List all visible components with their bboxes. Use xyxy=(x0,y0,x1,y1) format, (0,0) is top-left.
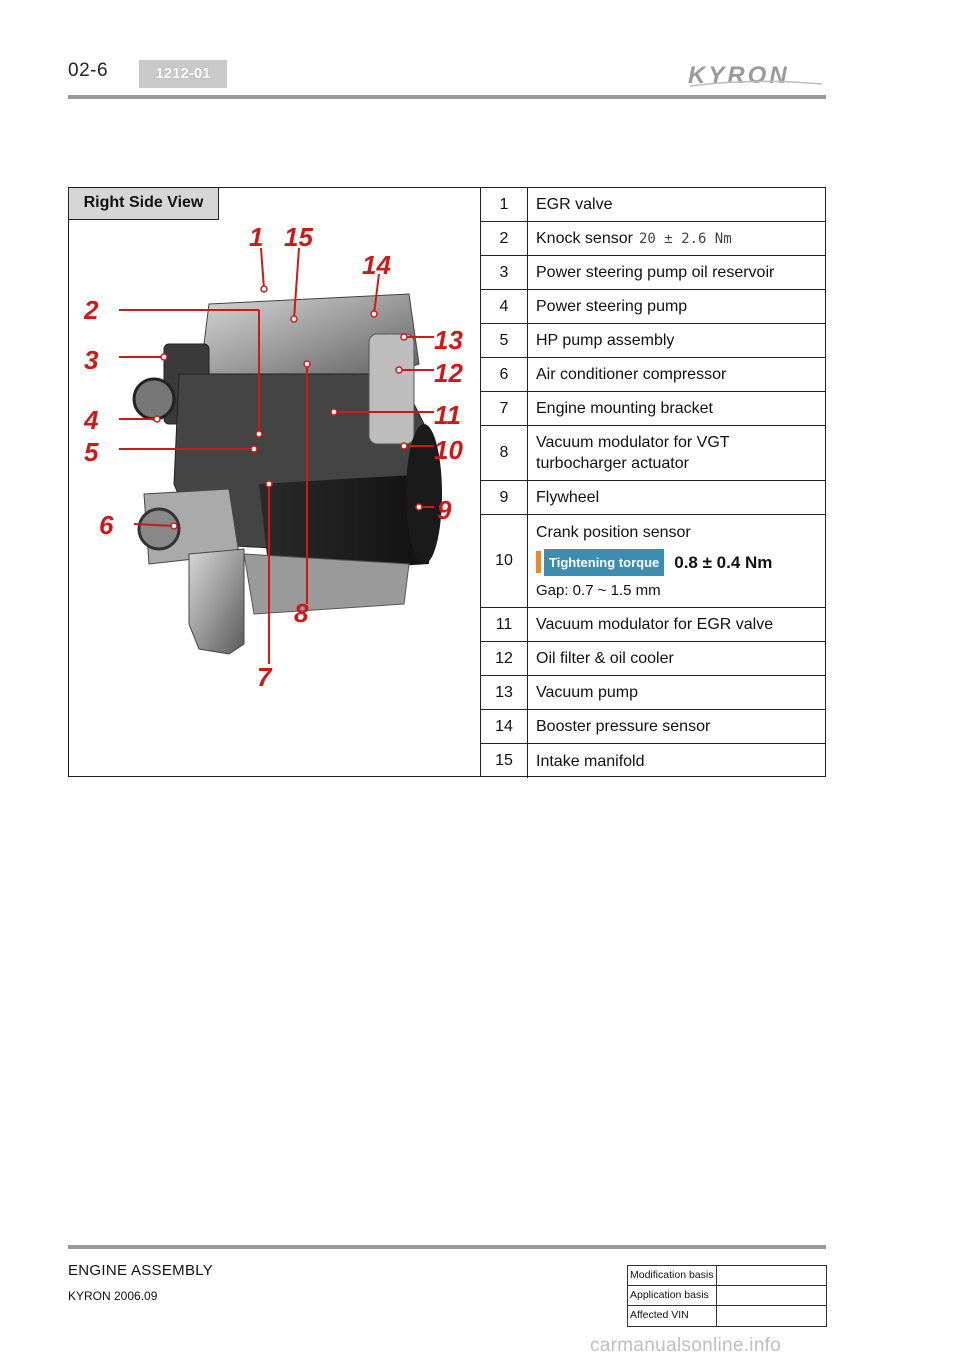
parts-list: 1 EGR valve 2 Knock sensor 20 ± 2.6 Nm 3 … xyxy=(481,188,826,778)
table-row: 15 Intake manifold xyxy=(481,744,826,778)
basis-label: Affected VIN xyxy=(628,1306,717,1326)
part-number: 7 xyxy=(481,392,528,425)
part-number: 4 xyxy=(481,290,528,323)
part-number: 8 xyxy=(481,426,528,480)
footer-model: KYRON 2006.09 xyxy=(68,1289,158,1303)
footer-divider xyxy=(68,1245,826,1249)
part-name: Engine mounting bracket xyxy=(536,400,713,417)
part-number: 1 xyxy=(481,188,528,221)
callout-5: 5 xyxy=(84,437,99,467)
basis-row: Modification basis xyxy=(628,1266,826,1286)
table-row: 12 Oil filter & oil cooler xyxy=(481,642,826,676)
figure-title: Right Side View xyxy=(69,188,219,220)
part-number: 10 xyxy=(481,515,528,607)
table-row: 6 Air conditioner compressor xyxy=(481,358,826,392)
part-number: 2 xyxy=(481,222,528,255)
part-number: 6 xyxy=(481,358,528,391)
basis-row: Application basis xyxy=(628,1286,826,1306)
parts-table: Right Side View xyxy=(68,187,826,778)
part-name: Vacuum pump xyxy=(536,684,638,701)
basis-table: Modification basis Application basis Aff… xyxy=(627,1265,827,1327)
table-row: 5 HP pump assembly xyxy=(481,324,826,358)
part-number: 12 xyxy=(481,642,528,675)
table-row: 11 Vacuum modulator for EGR valve xyxy=(481,608,826,642)
basis-value xyxy=(717,1306,826,1326)
callout-10: 10 xyxy=(434,435,463,465)
part-number: 15 xyxy=(481,744,528,778)
header-divider xyxy=(68,95,826,99)
torque-spec: Tightening torque 0.8 ± 0.4 Nm xyxy=(536,548,818,576)
part-name: Crank position sensor xyxy=(536,523,691,541)
watermark: carmanualsonline.info xyxy=(590,1335,782,1356)
callout-1: 1 xyxy=(249,224,263,252)
basis-label: Application basis xyxy=(628,1286,717,1305)
engine-photo: 1 2 3 4 5 6 7 8 9 10 11 12 13 14 15 xyxy=(83,224,463,692)
part-name: Air conditioner compressor xyxy=(536,366,727,383)
part-name: Knock sensor xyxy=(536,229,633,247)
brand-logo: KYRON xyxy=(684,58,826,90)
table-row: 8 Vacuum modulator for VGT turbocharger … xyxy=(481,426,826,481)
part-name: Vacuum modulator for EGR valve xyxy=(536,616,774,633)
basis-label: Modification basis xyxy=(628,1266,717,1285)
table-row: 10 Crank position sensor Tightening torq… xyxy=(481,515,826,608)
part-name: Intake manifold xyxy=(536,752,645,770)
part-number: 11 xyxy=(481,608,528,641)
part-name: Vacuum modulator for VGT turbocharger ac… xyxy=(536,434,730,472)
callout-13: 13 xyxy=(434,325,463,355)
table-row: 2 Knock sensor 20 ± 2.6 Nm xyxy=(481,222,826,256)
table-row: 3 Power steering pump oil reservoir xyxy=(481,256,826,290)
part-number: 13 xyxy=(481,676,528,709)
callout-12: 12 xyxy=(434,358,463,388)
table-row: 14 Booster pressure sensor xyxy=(481,710,826,744)
torque-accent-bar xyxy=(536,551,541,573)
part-name: Power steering pump xyxy=(536,298,688,315)
torque-label: Tightening torque xyxy=(544,548,665,576)
table-row: 1 EGR valve xyxy=(481,188,826,222)
table-row: 9 Flywheel xyxy=(481,481,826,515)
part-name: HP pump assembly xyxy=(536,332,675,349)
table-row: 4 Power steering pump xyxy=(481,290,826,324)
callout-7: 7 xyxy=(257,662,273,692)
torque-value: 0.8 ± 0.4 Nm xyxy=(674,552,773,572)
table-row: 13 Vacuum pump xyxy=(481,676,826,710)
callout-9: 9 xyxy=(437,495,452,525)
part-number: 14 xyxy=(481,710,528,743)
callout-3: 3 xyxy=(84,345,99,375)
basis-value xyxy=(717,1266,826,1285)
part-name: Oil filter & oil cooler xyxy=(536,650,674,667)
basis-row: Affected VIN xyxy=(628,1306,826,1326)
part-number: 5 xyxy=(481,324,528,357)
section-code-badge: 1212-01 xyxy=(139,60,227,88)
part-spec: 20 ± 2.6 Nm xyxy=(638,230,732,247)
part-name: Flywheel xyxy=(536,489,600,506)
callout-14: 14 xyxy=(362,250,391,280)
part-name: EGR valve xyxy=(536,196,613,213)
basis-value xyxy=(717,1286,826,1305)
part-number: 9 xyxy=(481,481,528,514)
table-row: 7 Engine mounting bracket xyxy=(481,392,826,426)
callout-4: 4 xyxy=(83,405,99,435)
figure-cell: Right Side View xyxy=(69,188,481,776)
gap-spec: Gap: 0.7 ~ 1.5 mm xyxy=(536,581,661,599)
part-name: Power steering pump oil reservoir xyxy=(536,264,775,281)
part-number: 3 xyxy=(481,256,528,289)
callout-8: 8 xyxy=(294,598,309,628)
callout-11: 11 xyxy=(434,400,461,430)
page-number: 02-6 xyxy=(68,60,109,81)
callout-6: 6 xyxy=(99,510,114,540)
callout-15: 15 xyxy=(284,224,313,252)
part-name: Booster pressure sensor xyxy=(536,718,711,735)
callout-2: 2 xyxy=(83,295,99,325)
footer-section-title: ENGINE ASSEMBLY xyxy=(68,1262,214,1279)
